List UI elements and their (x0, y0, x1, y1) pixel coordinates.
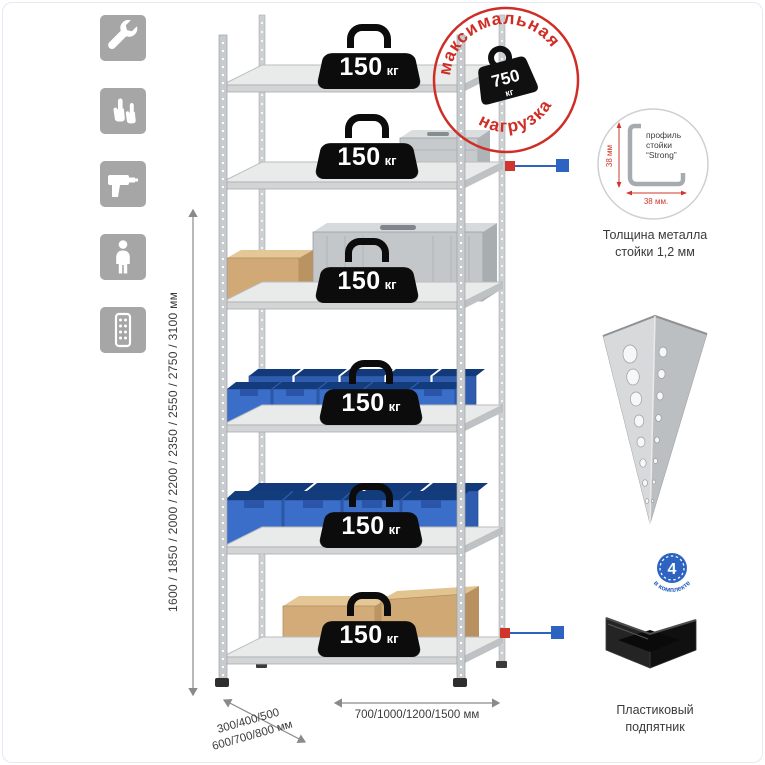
profile-label-3: “Strong” (646, 150, 677, 160)
width-dimension-line (333, 698, 501, 708)
included-count-badge: 4 в комплекте (652, 553, 692, 594)
plastic-foot-image (605, 617, 697, 669)
callout-blue-square-top (556, 159, 569, 172)
profile-label-1: профиль (646, 130, 682, 140)
load-unit: кг (384, 153, 397, 168)
load-value: 150 (339, 621, 383, 649)
stamp-unit: кг (504, 87, 515, 99)
icon-tile-person (100, 234, 146, 280)
person-icon (116, 240, 130, 274)
profile-label-2: стойки (646, 140, 672, 150)
load-value: 150 (337, 267, 381, 295)
load-unit: кг (386, 63, 399, 78)
profile-detail-circle: 38 мм 38 мм. профиль стойки “Strong” (597, 108, 709, 220)
height-dimension-label: 1600 / 1850 / 2000 / 2200 / 2350 / 2550 … (166, 291, 180, 612)
weight-handle (349, 360, 393, 384)
callout-red-square-bottom (500, 628, 510, 638)
load-value: 150 (339, 53, 383, 81)
drill-icon (108, 175, 138, 197)
post-holes-left (622, 344, 650, 504)
callout-line-bottom (509, 632, 553, 634)
icon-tile-wrench (100, 15, 146, 61)
weight-handle (347, 592, 391, 616)
stamp-weight-icon: 750 кг (478, 45, 538, 105)
height-dimension-line (188, 208, 198, 697)
load-unit: кг (384, 277, 397, 292)
angle-post-image (602, 314, 708, 525)
profile-dim-horizontal: 38 мм. (644, 197, 668, 206)
profile-dim-vertical: 38 мм (605, 145, 614, 167)
load-unit: кг (388, 522, 401, 537)
callout-red-square-top (505, 161, 515, 171)
foot-caption: Пластиковый подпятник (616, 703, 694, 734)
icon-tile-rack-post (100, 307, 146, 353)
callout-blue-square-bottom (551, 626, 564, 639)
weight-handle (345, 114, 389, 138)
load-value: 150 (337, 143, 381, 171)
profile-angle-drawing (627, 123, 686, 187)
callout-line-top (514, 165, 558, 167)
icon-tile-gloves (100, 88, 146, 134)
load-value: 150 (341, 512, 385, 540)
front-posts (215, 34, 467, 687)
depth-dimension-line (222, 699, 307, 743)
post-holes-right (650, 346, 668, 503)
gloves-icon (113, 98, 136, 124)
load-value: 150 (341, 389, 385, 417)
load-unit: кг (388, 399, 401, 414)
wrench-icon (108, 19, 138, 49)
profile-caption: Толщина металла стойки 1,2 мм (602, 228, 708, 259)
weight-handle (347, 24, 391, 48)
icon-tile-drill (100, 161, 146, 207)
rack-post-icon (114, 312, 132, 348)
badge-count-number: 4 (668, 561, 677, 578)
load-unit: кг (386, 631, 399, 646)
weight-handle (349, 483, 393, 507)
weight-handle (345, 238, 389, 262)
width-dimension-label: 700/1000/1200/1500 мм (354, 709, 480, 721)
